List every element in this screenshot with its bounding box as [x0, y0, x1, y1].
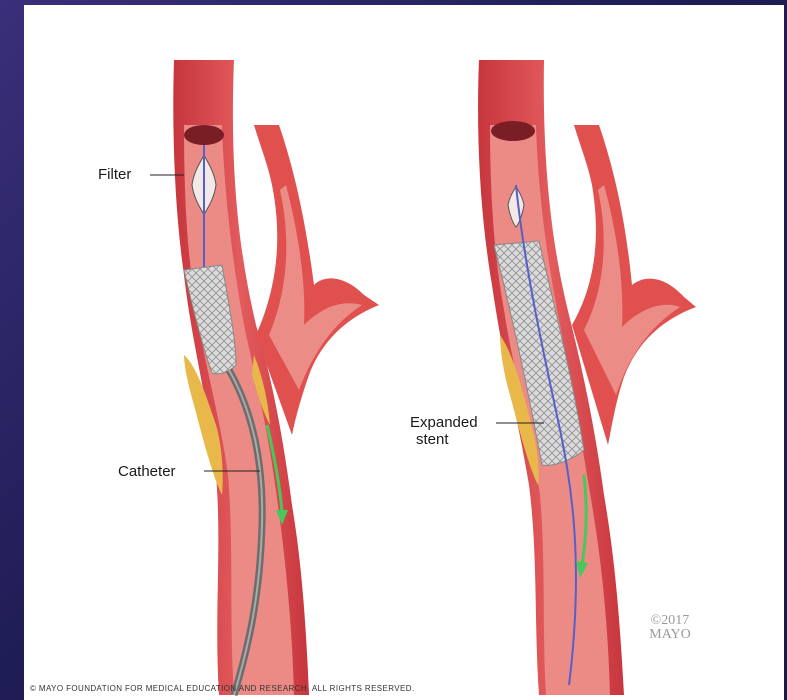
- left-vessel-opening: [184, 125, 224, 145]
- left-artery: [150, 60, 379, 695]
- catheter-label: Catheter: [118, 463, 176, 480]
- filter-label: Filter: [98, 166, 131, 183]
- copyright-footer: © MAYO FOUNDATION FOR MEDICAL EDUCATION …: [30, 684, 415, 693]
- figure-panel: Filter Catheter Expanded stent ©2017 MAY…: [24, 5, 784, 700]
- expanded-stent-label-line1: Expanded: [410, 414, 478, 431]
- right-branch-wall: [572, 125, 696, 445]
- watermark-brand: MAYO: [630, 628, 710, 642]
- watermark-year: ©2017: [630, 614, 710, 628]
- left-branch-wall: [254, 125, 379, 435]
- right-artery: [478, 60, 696, 695]
- mayo-watermark: ©2017 MAYO: [630, 614, 710, 642]
- carotid-stenting-illustration: [24, 5, 784, 700]
- right-vessel-opening: [491, 121, 535, 141]
- expanded-stent-label-line2: stent: [416, 431, 449, 448]
